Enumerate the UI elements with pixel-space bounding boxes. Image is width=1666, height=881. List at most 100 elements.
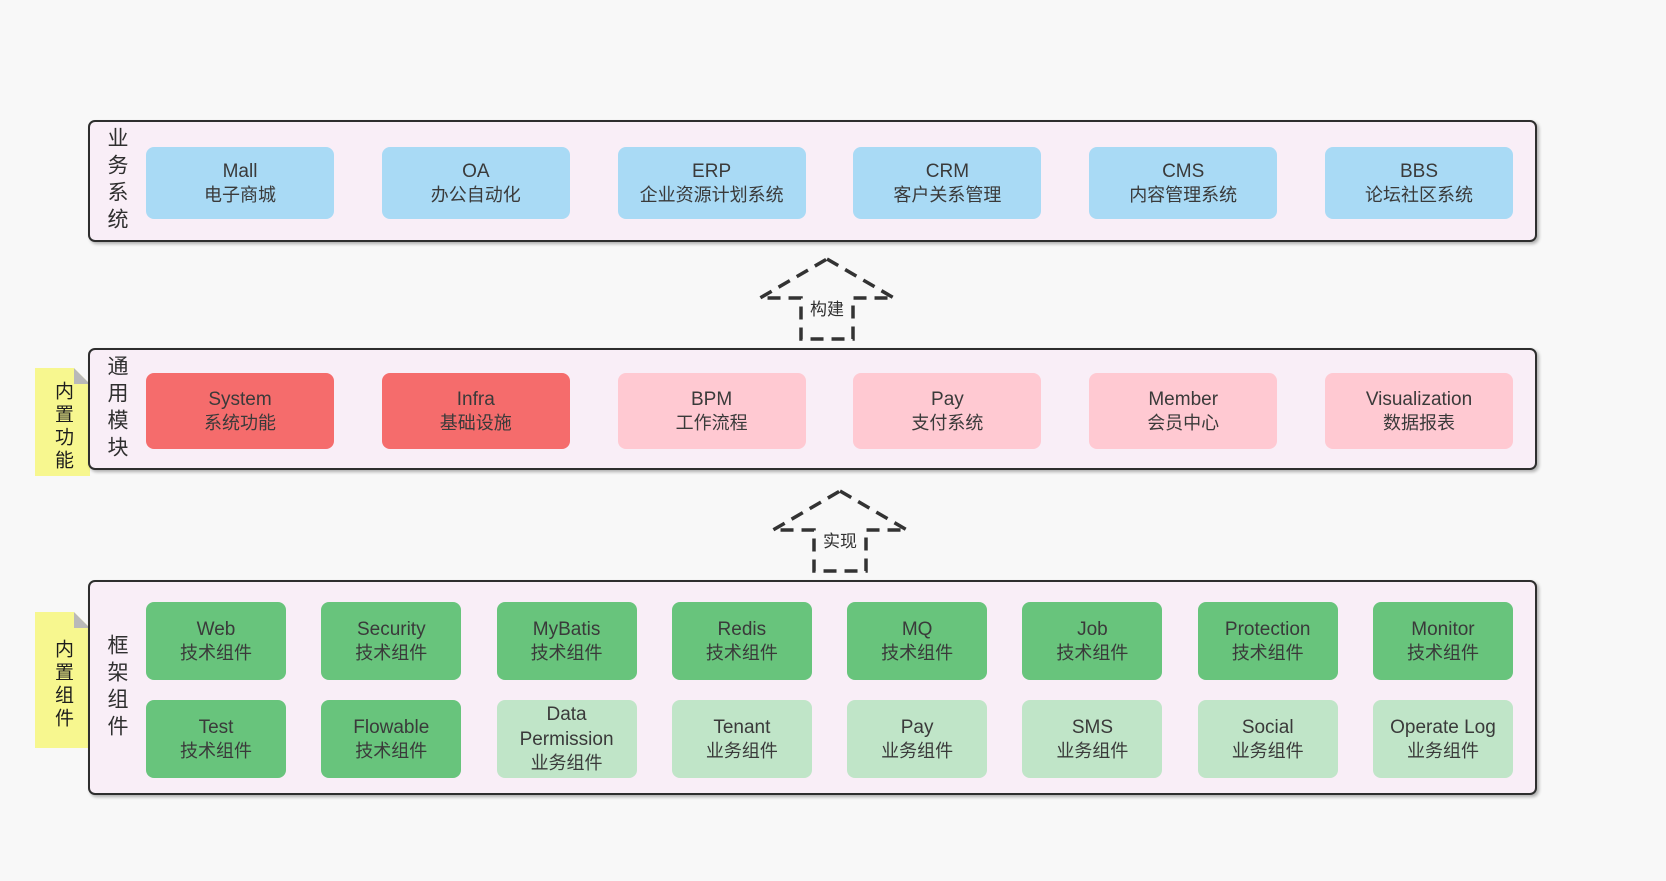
modules-box-row: System 系统功能 Infra 基础设施 BPM 工作流程 Pay 支付系统… xyxy=(90,373,1535,449)
box-mall: Mall 电子商城 xyxy=(146,147,334,219)
box-protection-subtitle: 技术组件 xyxy=(1231,642,1304,663)
box-member-subtitle: 会员中心 xyxy=(1147,412,1220,433)
box-job-title: Job xyxy=(1077,618,1108,640)
implement-arrow-label: 实现 xyxy=(820,526,860,553)
box-mall-title: Mall xyxy=(222,160,258,182)
box-bbs-title: BBS xyxy=(1399,160,1438,182)
box-member-title: Member xyxy=(1148,388,1219,410)
dashed-up-arrow-icon xyxy=(757,256,897,341)
box-sms-subtitle: 业务组件 xyxy=(1056,740,1129,761)
box-cms-title: CMS xyxy=(1162,160,1205,182)
box-monitor-title: Monitor xyxy=(1411,618,1475,640)
modules-band-label: 通用模块 xyxy=(105,355,128,463)
box-cms-subtitle: 内容管理系统 xyxy=(1129,184,1238,205)
box-web-subtitle: 技术组件 xyxy=(180,642,252,663)
box-system-title: System xyxy=(208,388,272,410)
box-erp-title: ERP xyxy=(692,160,732,182)
box-flowable-subtitle: 技术组件 xyxy=(355,740,428,761)
implement-arrow: 实现 xyxy=(770,488,910,574)
sticky-note-built-in-features-text: 内置功能 xyxy=(52,381,73,473)
box-flowable: Flowable 技术组件 xyxy=(321,700,462,778)
box-visualization: Visualization 数据报表 xyxy=(1324,373,1513,449)
box-monitor: Monitor 技术组件 xyxy=(1372,602,1513,680)
box-visualization-subtitle: 数据报表 xyxy=(1382,412,1455,433)
box-infra-subtitle: 基础设施 xyxy=(439,412,512,433)
business-box-row: Mall 电子商城 OA 办公自动化 ERP 企业资源计划系统 CRM 客户关系… xyxy=(90,147,1535,219)
box-erp: ERP 企业资源计划系统 xyxy=(617,147,806,219)
box-bbs-subtitle: 论坛社区系统 xyxy=(1364,184,1473,205)
box-social-title: Social xyxy=(1241,716,1294,738)
box-job: Job 技术组件 xyxy=(1022,602,1163,680)
box-redis-subtitle: 技术组件 xyxy=(705,642,778,663)
box-oa-subtitle: 办公自动化 xyxy=(430,184,521,205)
business-band-label: 业务系统 xyxy=(105,127,128,235)
box-test-subtitle: 技术组件 xyxy=(180,740,252,761)
framework-box-row-2: Test 技术组件 Flowable 技术组件 Data Permission … xyxy=(90,700,1535,778)
box-crm-subtitle: 客户关系管理 xyxy=(893,184,1002,205)
box-infra: Infra 基础设施 xyxy=(381,373,570,449)
box-tenant: Tenant 业务组件 xyxy=(671,700,812,778)
box-web-title: Web xyxy=(196,618,236,640)
box-redis: Redis 技术组件 xyxy=(671,602,812,680)
framework-components-band: 框架组件 Web 技术组件 Security 技术组件 MyBatis 技术组件… xyxy=(88,580,1537,795)
box-test: Test 技术组件 xyxy=(146,700,286,778)
box-bpm-subtitle: 工作流程 xyxy=(675,412,748,433)
framework-box-row-1: Web 技术组件 Security 技术组件 MyBatis 技术组件 Redi… xyxy=(90,602,1535,680)
box-visualization-title: Visualization xyxy=(1365,388,1473,410)
box-job-subtitle: 技术组件 xyxy=(1056,642,1129,663)
box-mybatis-subtitle: 技术组件 xyxy=(530,642,603,663)
build-arrow: 构建 xyxy=(757,256,897,342)
box-redis-title: Redis xyxy=(717,618,767,640)
box-security-subtitle: 技术组件 xyxy=(355,642,428,663)
box-mall-subtitle: 电子商城 xyxy=(204,184,276,205)
box-web: Web 技术组件 xyxy=(146,602,286,680)
box-pay-module: Pay 支付系统 xyxy=(853,373,1042,449)
box-bpm: BPM 工作流程 xyxy=(617,373,806,449)
box-security-title: Security xyxy=(356,618,426,640)
box-oa-title: OA xyxy=(462,160,490,182)
box-test-title: Test xyxy=(198,716,234,738)
box-social: Social 业务组件 xyxy=(1197,700,1338,778)
sticky-note-built-in-components: 内置组件 xyxy=(35,612,90,748)
box-member: Member 会员中心 xyxy=(1089,373,1278,449)
business-systems-band: 业务系统 Mall 电子商城 OA 办公自动化 ERP 企业资源计划系统 CRM… xyxy=(88,120,1537,242)
box-tenant-title: Tenant xyxy=(713,716,771,738)
box-cms: CMS 内容管理系统 xyxy=(1089,147,1278,219)
box-pay-component-subtitle: 业务组件 xyxy=(881,740,954,761)
box-mq-subtitle: 技术组件 xyxy=(881,642,954,663)
box-crm-title: CRM xyxy=(925,160,970,182)
common-modules-band: 通用模块 System 系统功能 Infra 基础设施 BPM 工作流程 Pay… xyxy=(88,348,1537,470)
box-protection-title: Protection xyxy=(1224,618,1311,640)
box-mq: MQ 技术组件 xyxy=(847,602,988,680)
box-social-subtitle: 业务组件 xyxy=(1231,740,1304,761)
box-sms-title: SMS xyxy=(1071,716,1113,738)
box-system-subtitle: 系统功能 xyxy=(204,412,276,433)
sticky-note-built-in-components-text: 内置组件 xyxy=(52,639,73,731)
box-bbs: BBS 论坛社区系统 xyxy=(1324,147,1513,219)
box-operate-log: Operate Log 业务组件 xyxy=(1372,700,1513,778)
box-oa: OA 办公自动化 xyxy=(381,147,570,219)
box-operate-log-title: Operate Log xyxy=(1390,716,1496,738)
box-mybatis-title: MyBatis xyxy=(532,618,601,640)
box-protection: Protection 技术组件 xyxy=(1197,602,1338,680)
box-monitor-subtitle: 技术组件 xyxy=(1406,642,1479,663)
box-mybatis: MyBatis 技术组件 xyxy=(496,602,637,680)
sticky-note-built-in-features: 内置功能 xyxy=(35,368,90,476)
box-flowable-title: Flowable xyxy=(353,716,430,738)
box-infra-title: Infra xyxy=(456,388,495,410)
box-pay-module-title: Pay xyxy=(931,388,964,410)
framework-band-label: 框架组件 xyxy=(105,633,128,742)
box-data-permission-title: Data Permission xyxy=(519,704,614,751)
box-security: Security 技术组件 xyxy=(321,602,462,680)
box-system: System 系统功能 xyxy=(146,373,334,449)
box-mq-title: MQ xyxy=(901,618,933,640)
box-data-permission: Data Permission 业务组件 xyxy=(496,700,637,778)
box-data-permission-subtitle: 业务组件 xyxy=(530,753,603,774)
box-pay-module-subtitle: 支付系统 xyxy=(911,412,984,433)
box-pay-component: Pay 业务组件 xyxy=(847,700,988,778)
box-pay-component-title: Pay xyxy=(900,716,934,738)
box-erp-subtitle: 企业资源计划系统 xyxy=(639,184,784,205)
dashed-up-arrow-icon xyxy=(770,488,910,573)
box-crm: CRM 客户关系管理 xyxy=(853,147,1042,219)
build-arrow-label: 构建 xyxy=(807,294,847,321)
